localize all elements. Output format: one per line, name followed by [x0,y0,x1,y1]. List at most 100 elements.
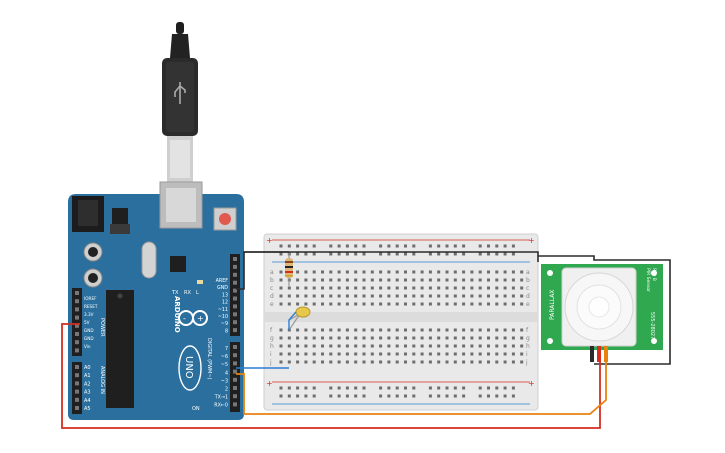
rail-hole[interactable] [354,252,358,256]
breadboard-hole[interactable] [370,336,374,340]
header-pin[interactable] [75,315,79,320]
breadboard-hole[interactable] [287,294,291,298]
header-pin[interactable] [233,272,237,277]
breadboard-hole[interactable] [395,270,399,274]
breadboard-hole[interactable] [428,302,432,306]
resistor[interactable] [285,252,293,286]
breadboard-hole[interactable] [511,302,515,306]
rail-hole[interactable] [337,252,341,256]
rail-hole[interactable] [412,252,416,256]
header-pin[interactable] [75,389,79,394]
breadboard-hole[interactable] [478,270,482,274]
breadboard-hole[interactable] [354,344,358,348]
breadboard-hole[interactable] [354,278,358,282]
breadboard-hole[interactable] [445,278,449,282]
breadboard-hole[interactable] [379,360,383,364]
breadboard-hole[interactable] [437,286,441,290]
breadboard-hole[interactable] [487,336,490,340]
rail-hole[interactable] [511,244,515,248]
breadboard-hole[interactable] [312,328,316,332]
breadboard-hole[interactable] [412,360,416,364]
rail-hole[interactable] [362,394,366,398]
breadboard-hole[interactable] [370,294,374,298]
breadboard-hole[interactable] [312,360,316,364]
breadboard-hole[interactable] [462,336,466,340]
header-pin[interactable] [75,406,79,410]
breadboard-hole[interactable] [453,294,457,298]
rail-hole[interactable] [428,252,432,256]
breadboard-hole[interactable] [495,352,499,356]
breadboard-hole[interactable] [395,344,399,348]
breadboard-hole[interactable] [437,294,441,298]
rail-hole[interactable] [428,244,432,248]
rail-hole[interactable] [345,386,349,390]
rail-hole[interactable] [362,252,366,256]
breadboard-hole[interactable] [428,336,432,340]
breadboard-hole[interactable] [370,270,374,274]
breadboard-hole[interactable] [337,294,341,298]
rail-hole[interactable] [462,386,466,390]
breadboard-hole[interactable] [520,352,524,356]
breadboard-hole[interactable] [312,294,316,298]
breadboard-hole[interactable] [453,360,457,364]
breadboard-hole[interactable] [312,352,316,356]
breadboard-hole[interactable] [420,328,424,332]
rail-hole[interactable] [412,394,416,398]
breadboard-hole[interactable] [354,360,358,364]
breadboard-hole[interactable] [362,270,366,274]
breadboard-hole[interactable] [495,302,499,306]
header-pin[interactable] [75,365,79,369]
breadboard-hole[interactable] [279,328,283,332]
breadboard-hole[interactable] [437,328,441,332]
breadboard-hole[interactable] [478,352,482,356]
rail-hole[interactable] [428,394,432,398]
breadboard-hole[interactable] [304,302,308,306]
breadboard-hole[interactable] [495,336,499,340]
rail-hole[interactable] [379,244,383,248]
breadboard-hole[interactable] [304,352,308,356]
breadboard-hole[interactable] [495,278,499,282]
rail-hole[interactable] [329,386,333,390]
breadboard-hole[interactable] [379,328,383,332]
header-pin[interactable] [75,299,79,304]
rail-hole[interactable] [345,244,349,248]
breadboard-hole[interactable] [279,302,283,306]
rail-hole[interactable] [312,244,316,248]
header-pin[interactable] [233,280,237,285]
header-pin[interactable] [233,304,237,309]
header-pin[interactable] [233,296,237,301]
breadboard-hole[interactable] [304,344,308,348]
breadboard-hole[interactable] [412,352,416,356]
breadboard-hole[interactable] [296,344,300,348]
breadboard-hole[interactable] [520,278,524,282]
breadboard-hole[interactable] [487,278,490,282]
breadboard-hole[interactable] [487,328,490,332]
rail-hole[interactable] [362,244,366,248]
wire-signal-orange[interactable] [236,362,607,415]
breadboard-hole[interactable] [453,302,457,306]
rail-hole[interactable] [462,244,466,248]
breadboard-hole[interactable] [437,270,441,274]
breadboard-hole[interactable] [287,336,291,340]
breadboard-hole[interactable] [412,278,416,282]
breadboard-hole[interactable] [445,286,449,290]
breadboard-hole[interactable] [404,302,407,306]
rail-hole[interactable] [445,394,449,398]
rail-hole[interactable] [445,386,449,390]
breadboard-hole[interactable] [495,328,499,332]
rail-hole[interactable] [287,394,291,398]
breadboard-hole[interactable] [420,278,424,282]
rail-hole[interactable] [287,244,291,248]
rail-hole[interactable] [337,394,341,398]
breadboard-hole[interactable] [470,302,474,306]
breadboard-hole[interactable] [503,344,507,348]
rail-hole[interactable] [511,394,515,398]
breadboard-hole[interactable] [404,360,407,364]
breadboard-hole[interactable] [337,270,341,274]
breadboard-hole[interactable] [345,344,349,348]
breadboard-hole[interactable] [321,344,324,348]
header-pin[interactable] [233,345,237,349]
breadboard-hole[interactable] [370,352,374,356]
rail-hole[interactable] [453,252,457,256]
breadboard-hole[interactable] [420,270,424,274]
